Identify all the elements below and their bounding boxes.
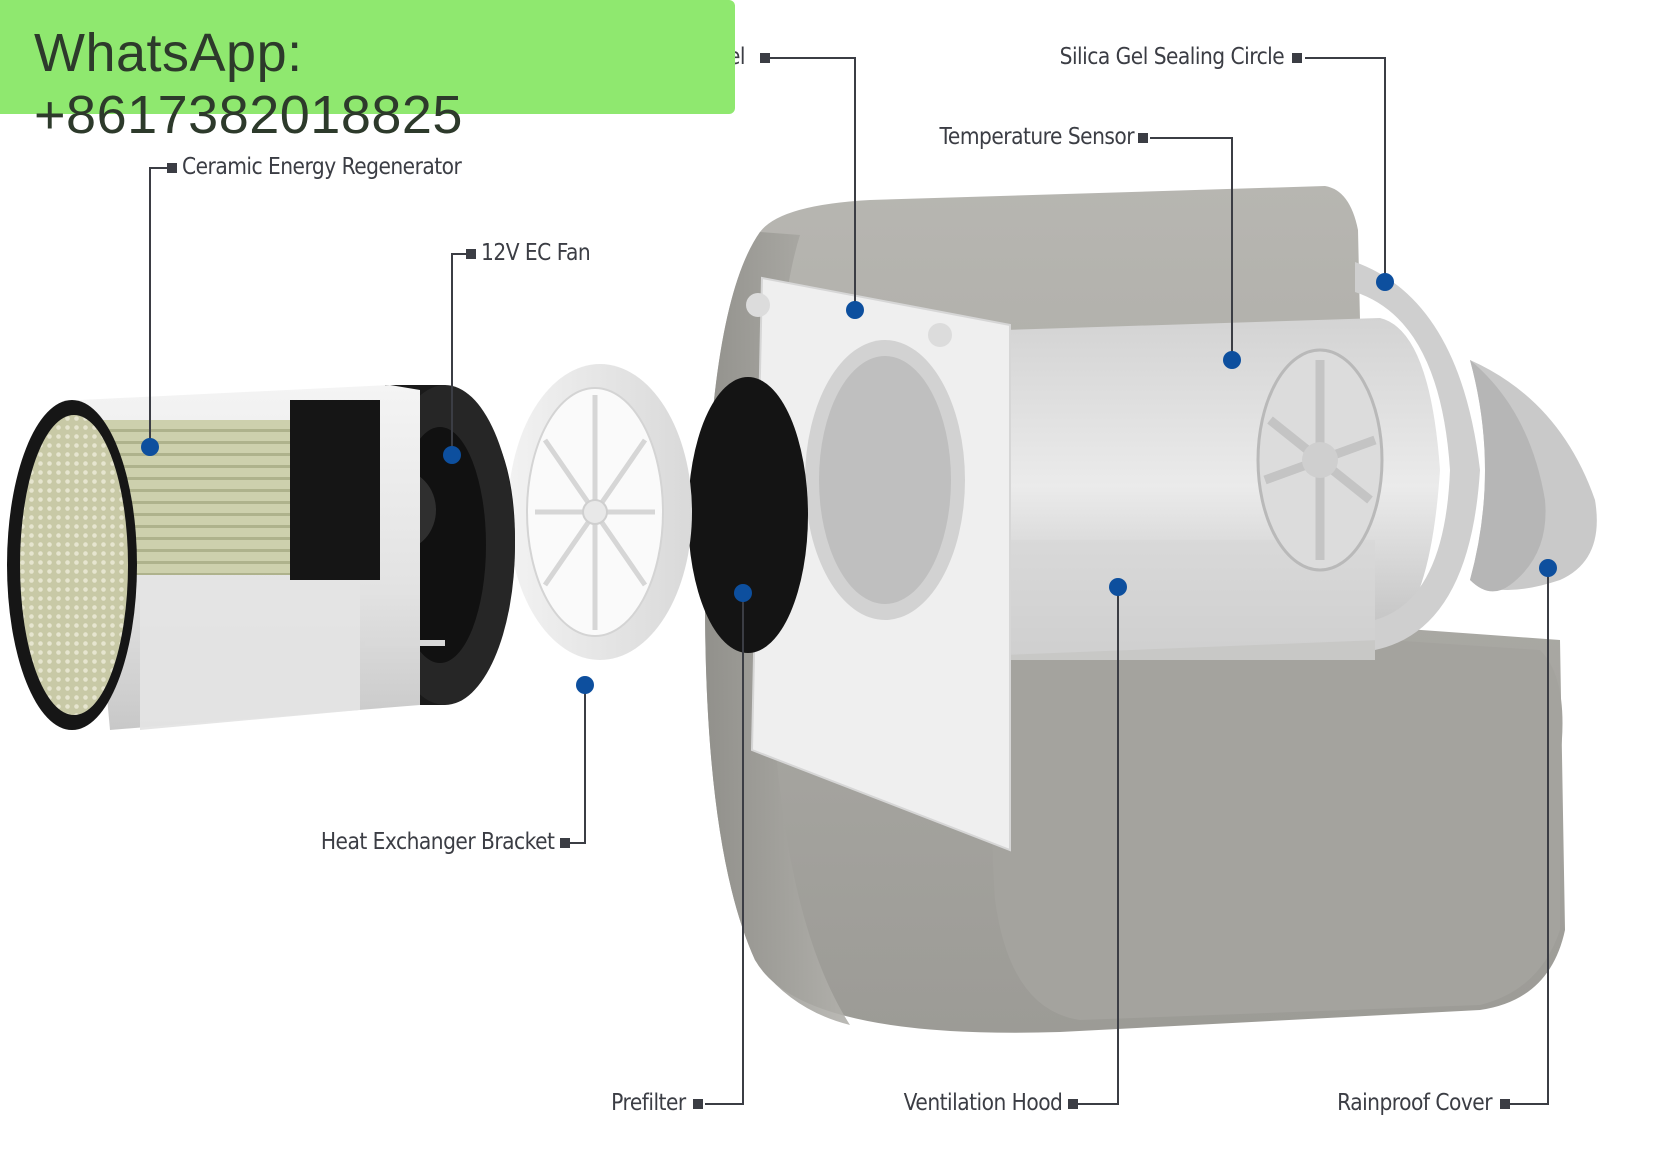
label-ceramic-energy-regenerator: Ceramic Energy Regenerator xyxy=(182,154,462,180)
label-heat-exchanger-bracket: Heat Exchanger Bracket xyxy=(320,829,554,855)
dot-ventilation-hood xyxy=(1109,578,1127,596)
ventilation-hood-tube xyxy=(1005,318,1440,660)
label-silica-gel-sealing-circle: Silica Gel Sealing Circle xyxy=(1059,44,1284,70)
whatsapp-watermark-banner: WhatsApp: +8617382018825 xyxy=(0,0,735,145)
callout-dots xyxy=(141,273,1557,694)
whatsapp-watermark-text: WhatsApp: +8617382018825 xyxy=(34,23,463,145)
rainproof-cover-shell xyxy=(1470,360,1597,592)
dot-rainproof-cover xyxy=(1539,559,1557,577)
label-temperature-sensor: Temperature Sensor xyxy=(939,124,1134,150)
heat-exchanger-bracket-ring xyxy=(508,364,692,660)
dot-temperature-sensor xyxy=(1223,351,1241,369)
dot-silica-gel-sealing-circle xyxy=(1376,273,1394,291)
leader-lines xyxy=(149,57,1549,1105)
label-ec-fan: 12V EC Fan xyxy=(481,240,591,266)
dot-ec-fan xyxy=(443,446,461,464)
dot-wall-panel xyxy=(846,301,864,319)
prefilter-disc xyxy=(688,377,808,653)
dot-prefilter xyxy=(734,584,752,602)
silica-gel-sealing-ring xyxy=(1355,262,1480,650)
leader-end-squares xyxy=(167,53,1510,1109)
label-prefilter: Prefilter xyxy=(611,1090,686,1116)
dot-heat-exchanger-bracket xyxy=(576,676,594,694)
label-rainproof-cover: Rainproof Cover xyxy=(1337,1090,1492,1116)
dot-ceramic-energy-regenerator xyxy=(141,438,159,456)
label-ventilation-hood: Ventilation Hood xyxy=(903,1090,1062,1116)
wall-panel-plate xyxy=(746,276,1011,852)
ceramic-regenerator-cartridge xyxy=(7,385,445,730)
